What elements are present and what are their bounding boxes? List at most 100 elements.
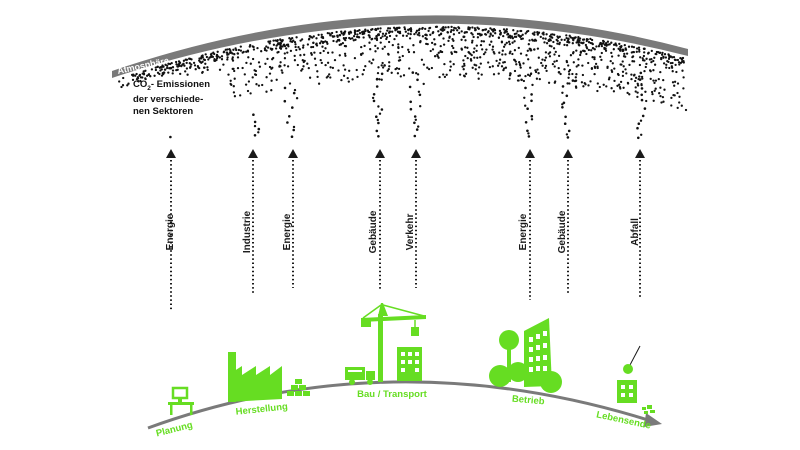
co2-particle	[368, 60, 371, 63]
co2-particle	[607, 78, 611, 81]
co2-particle	[606, 66, 609, 70]
co2-particle	[530, 99, 533, 103]
co2-particle	[428, 26, 432, 30]
construction-illustration	[345, 303, 426, 385]
co2-particle	[362, 36, 365, 39]
co2-particle	[640, 133, 643, 136]
co2-particle	[324, 47, 327, 50]
co2-particle	[486, 31, 490, 34]
co2-particle	[471, 66, 474, 69]
co2-particle	[201, 60, 204, 63]
co2-particle	[540, 61, 543, 65]
co2-particle	[272, 43, 276, 46]
co2-particle	[567, 129, 571, 133]
co2-particle	[480, 73, 483, 76]
sector-label-gebaeude-1: Gebäude	[368, 210, 379, 253]
co2-particle	[233, 77, 236, 80]
co2-particle	[281, 39, 284, 42]
co2-particle	[644, 90, 647, 94]
co2-particle	[247, 80, 251, 83]
co2-particle	[418, 93, 422, 97]
co2-particle	[577, 35, 580, 39]
co2-particle	[439, 50, 443, 54]
co2-particle	[523, 96, 526, 100]
planning-desk-illustration	[168, 386, 194, 415]
co2-particle	[331, 35, 334, 38]
co2-particle	[447, 26, 450, 29]
co2-particle	[300, 38, 304, 41]
co2-particle	[467, 26, 470, 29]
co2-particle	[479, 43, 483, 47]
co2-particle	[460, 48, 464, 51]
co2-particle	[534, 38, 537, 41]
emission-arrowhead	[635, 149, 645, 158]
co2-particle	[383, 45, 386, 48]
co2-particle	[514, 60, 517, 63]
co2-particle	[505, 41, 508, 45]
co2-particle	[611, 62, 614, 65]
co2-particle	[572, 50, 575, 54]
co2-particle	[556, 35, 559, 38]
co2-particle	[640, 93, 643, 97]
co2-particle	[301, 59, 304, 62]
co2-particle	[154, 68, 158, 72]
co2-particle	[586, 38, 589, 41]
co2-particle	[301, 46, 305, 49]
co2-particle	[548, 51, 552, 54]
co2-particle	[371, 96, 375, 100]
co2-particle	[626, 81, 630, 85]
co2-particle	[401, 54, 404, 58]
co2-particle	[636, 95, 639, 99]
co2-particle	[169, 135, 172, 139]
co2-particle	[202, 58, 206, 61]
co2-particle	[675, 70, 678, 74]
co2-particle	[317, 33, 320, 37]
co2-particle	[604, 49, 608, 52]
co2-particle	[515, 32, 518, 35]
co2-particle	[502, 45, 506, 48]
co2-particle	[524, 86, 527, 90]
co2-particle	[521, 37, 524, 40]
co2-particle	[587, 84, 590, 87]
co2-particle	[147, 73, 150, 77]
co2-particle	[388, 65, 391, 68]
co2-particle	[519, 66, 522, 69]
co2-particle	[476, 32, 480, 36]
co2-particle	[452, 46, 455, 50]
co2-particle	[460, 30, 463, 33]
co2-particle	[665, 63, 668, 66]
co2-particle	[394, 29, 397, 32]
co2-particle	[274, 47, 278, 50]
co2-particle	[610, 70, 614, 74]
co2-particle	[671, 70, 674, 73]
co2-particle	[445, 73, 448, 76]
co2-particle	[268, 72, 272, 75]
co2-particle	[171, 72, 174, 75]
co2-particle	[468, 28, 471, 31]
co2-particle	[585, 45, 588, 49]
co2-particle	[660, 53, 664, 56]
sector-label-energie-2: Energie	[282, 213, 293, 250]
co2-particle	[439, 32, 443, 35]
co2-particle	[251, 76, 254, 79]
co2-particle	[255, 83, 258, 86]
co2-particle	[519, 29, 522, 33]
co2-particle	[291, 36, 294, 40]
co2-particle	[422, 82, 425, 86]
co2-particle	[332, 39, 335, 43]
co2-particle	[458, 73, 462, 76]
co2-particle	[638, 75, 641, 78]
co2-particle	[300, 69, 303, 72]
co2-particle	[377, 135, 380, 138]
co2-particle	[645, 57, 648, 60]
co2-particle	[376, 47, 379, 50]
co2-particle	[321, 40, 325, 44]
co2-particle	[286, 121, 289, 124]
co2-particle	[368, 41, 371, 44]
co2-particle	[251, 45, 254, 48]
stage-label-bau-transport: Bau / Transport	[357, 389, 428, 400]
co2-particle	[326, 31, 329, 35]
co2-particle	[575, 73, 578, 76]
co2-particle	[565, 36, 568, 40]
co2-particle	[268, 65, 272, 69]
